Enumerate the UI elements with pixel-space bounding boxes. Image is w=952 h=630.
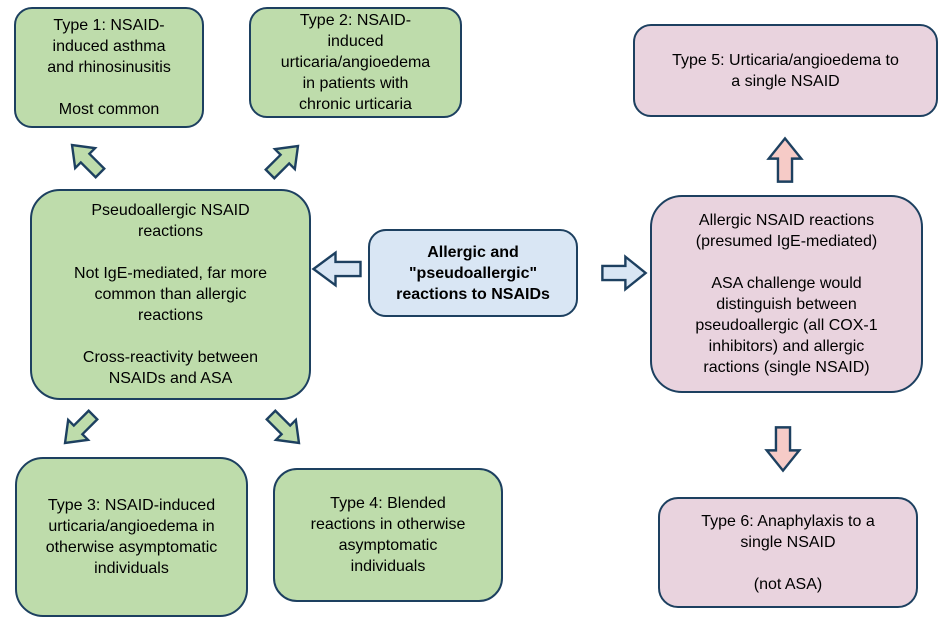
arrow-pseudoallergic-to-type3-icon (51, 401, 108, 458)
box-type1-text: Type 1: NSAID- induced asthma and rhinos… (47, 17, 171, 118)
arrow-pseudoallergic-to-type2-icon (256, 132, 313, 189)
arrow-pseudoallergic-to-type4-icon (257, 401, 314, 458)
box-center-text: Allergic and "pseudoallergic" reactions … (396, 243, 550, 303)
box-type6: Type 6: Anaphylaxis to a single NSAID (n… (658, 497, 918, 608)
box-type4-text: Type 4: Blended reactions in otherwise a… (310, 495, 466, 575)
box-type6-text: Type 6: Anaphylaxis to a single NSAID (n… (701, 512, 875, 593)
box-type4: Type 4: Blended reactions in otherwise a… (273, 468, 503, 602)
box-type3: Type 3: NSAID-induced urticaria/angioede… (15, 457, 248, 617)
box-type1: Type 1: NSAID- induced asthma and rhinos… (14, 7, 204, 128)
box-type5: Type 5: Urticaria/angioedema to a single… (633, 24, 938, 117)
arrow-center-to-allergic-icon (601, 251, 647, 295)
box-allergic-reactions: Allergic NSAID reactions (presumed IgE-m… (650, 195, 923, 393)
box-pseudoallergic-reactions: Pseudoallergic NSAID reactions Not IgE-m… (30, 189, 311, 400)
arrow-allergic-to-type5-icon (763, 137, 807, 183)
box-type2-text: Type 2: NSAID- induced urticaria/angioed… (280, 12, 431, 113)
arrow-allergic-to-type6-icon (761, 426, 805, 472)
box-type5-text: Type 5: Urticaria/angioedema to a single… (672, 51, 899, 90)
box-center-title: Allergic and "pseudoallergic" reactions … (368, 229, 578, 317)
arrow-center-to-pseudoallergic-icon (312, 247, 362, 291)
box-type3-text: Type 3: NSAID-induced urticaria/angioede… (45, 497, 218, 577)
box-type2: Type 2: NSAID- induced urticaria/angioed… (249, 7, 462, 118)
box-pseudoallergic-text: Pseudoallergic NSAID reactions Not IgE-m… (74, 202, 267, 387)
arrow-pseudoallergic-to-type1-icon (58, 131, 115, 188)
box-allergic-text: Allergic NSAID reactions (presumed IgE-m… (695, 212, 878, 376)
